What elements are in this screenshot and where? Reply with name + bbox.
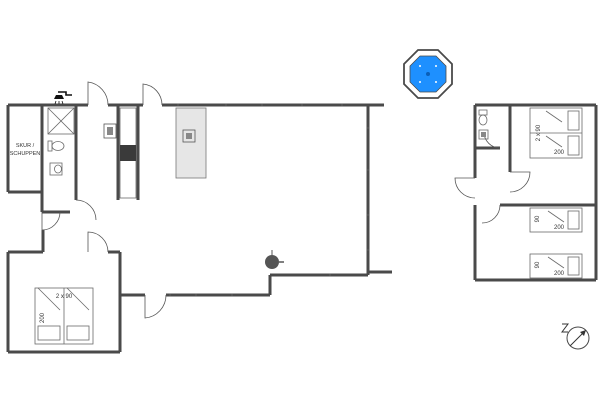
annex-double-width: 2 x 90 (536, 124, 542, 141)
annex-doors (454, 131, 531, 224)
window-markers (168, 103, 370, 297)
master-bed-width: 2 x 90 (56, 294, 73, 300)
shower-tray (47, 107, 75, 135)
kitchen-sink-icon (103, 123, 117, 139)
wood-stove-icon (120, 145, 136, 161)
annex-double-bed: 2 x 90 200 (529, 107, 583, 159)
annex-double-length: 200 (554, 150, 565, 156)
main-house-walls (6, 103, 392, 354)
annex-toilet-icon (478, 109, 489, 140)
north-arrow-icon (561, 323, 590, 350)
annex-single2-width: 90 (535, 261, 541, 268)
octagonal-whirlpool-icon (403, 49, 453, 99)
kitchen (103, 107, 207, 199)
annex-single1-length: 200 (554, 225, 565, 231)
washbasin-icon (49, 162, 63, 176)
annex-walls (473, 103, 598, 282)
shower-head-icon (54, 91, 72, 105)
annex-single-bed-1: 90 200 (529, 207, 583, 233)
annex-single2-length: 200 (554, 271, 565, 277)
master-double-bed: 2 x 90 200 (34, 287, 94, 345)
annex-single1-width: 90 (535, 215, 541, 222)
toilet-icon (47, 140, 65, 152)
kitchen-island (175, 107, 207, 179)
shed-label-line1: SKUR / (16, 143, 35, 149)
bathroom (47, 91, 75, 176)
annex-single-bed-2: 90 200 (529, 253, 583, 279)
door-swings (41, 81, 167, 319)
master-bed-length: 200 (40, 312, 46, 323)
shed-label-line2: SCHUPPEN (10, 151, 41, 157)
fireplace-icon (265, 250, 284, 269)
shed-room: SKUR / SCHUPPEN (10, 143, 41, 157)
